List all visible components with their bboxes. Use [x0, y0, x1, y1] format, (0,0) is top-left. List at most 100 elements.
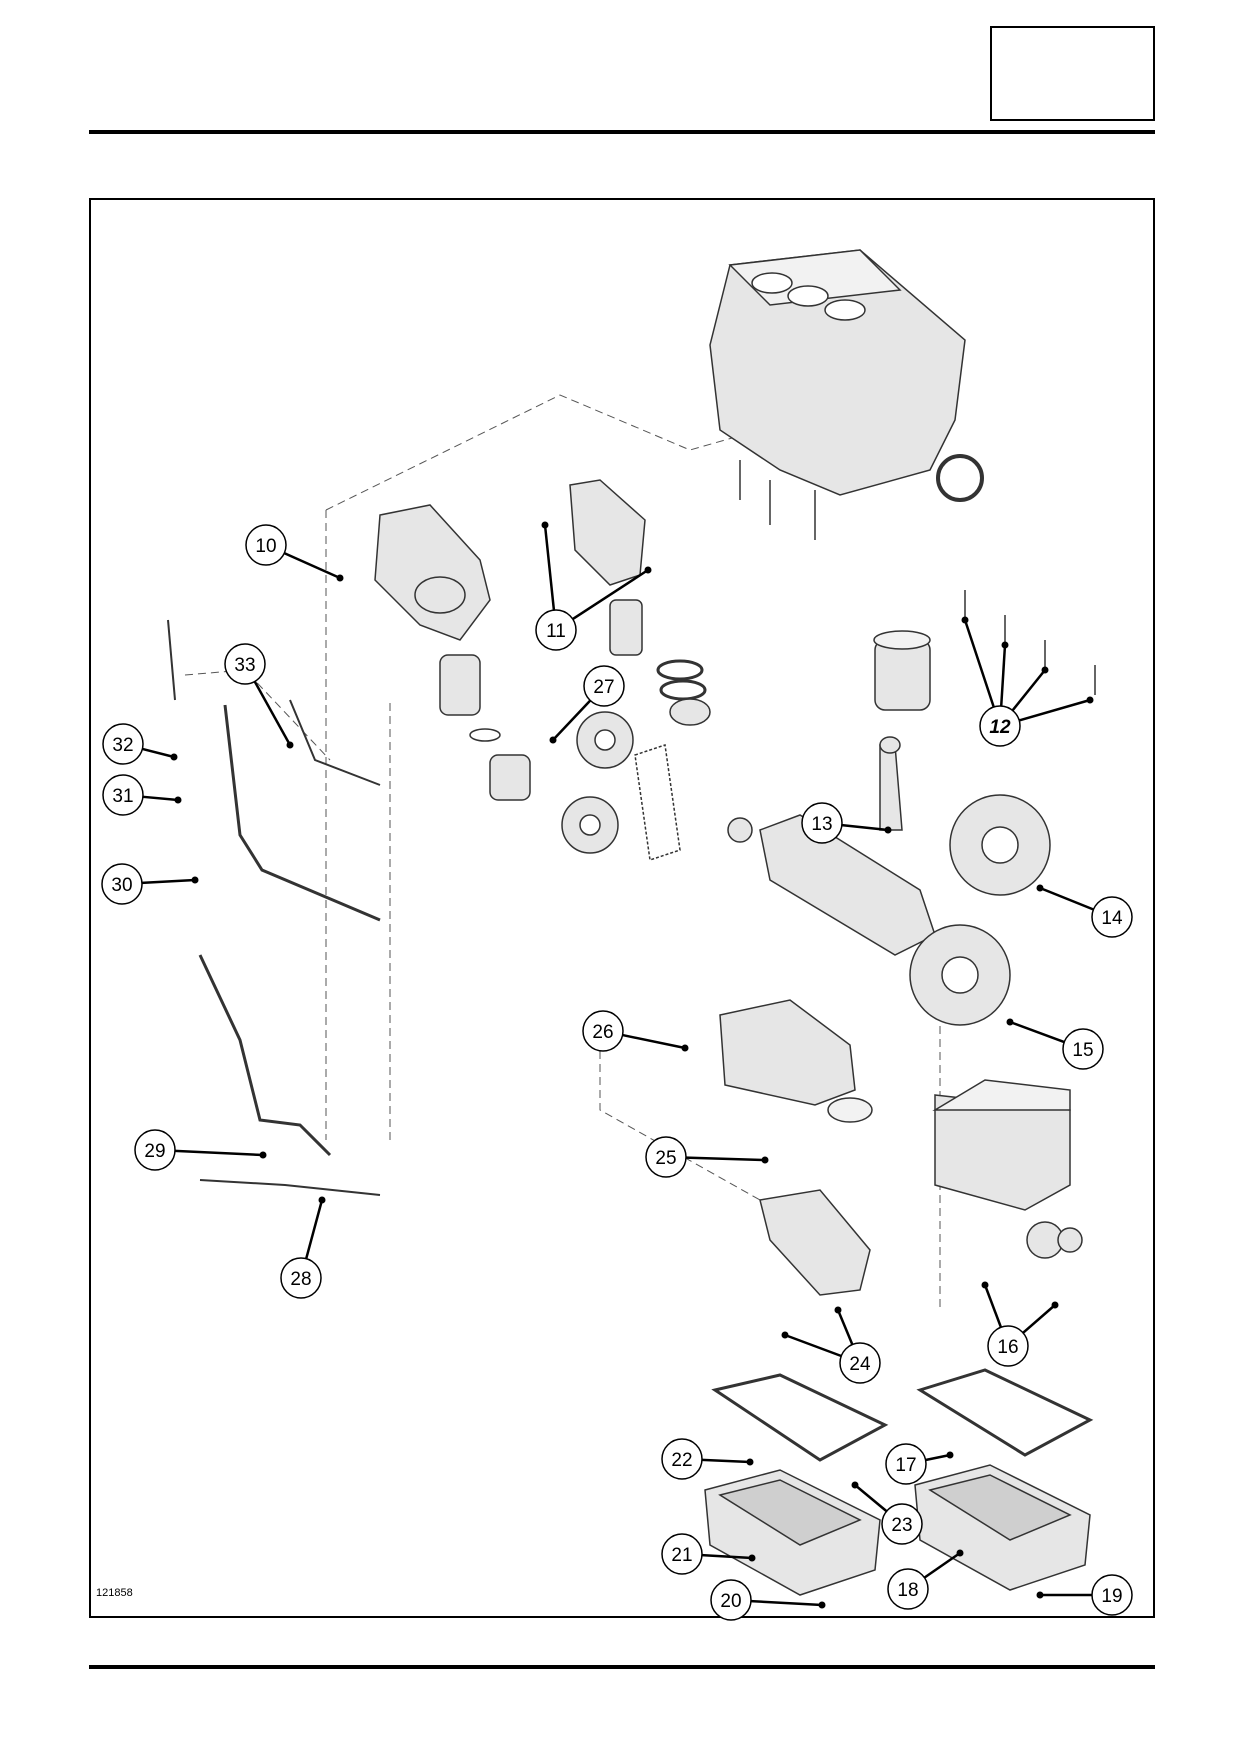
callout-leader-line [841, 823, 889, 832]
callout-leader-line [1022, 1304, 1056, 1334]
diagram-frame [89, 198, 1155, 1618]
callout-number: 31 [112, 786, 133, 807]
callout-leader-dot [961, 616, 969, 624]
callout-circle [885, 1443, 927, 1485]
sump-gasket-right [916, 1368, 1094, 1457]
callout-14: 14 [1036, 884, 1133, 938]
callout-16: 16 [981, 1281, 1059, 1367]
callout-circle [661, 1533, 703, 1575]
callout-leader-line [1018, 698, 1091, 722]
callout-29: 29 [134, 1129, 267, 1171]
callout-20: 20 [710, 1579, 826, 1621]
callout-number: 29 [144, 1141, 165, 1162]
callout-leader-line [622, 1033, 686, 1050]
callout-number: 23 [891, 1515, 912, 1536]
callout-leader-dot [946, 1451, 954, 1459]
callout-leader-line [552, 699, 592, 741]
callout-leader-line [925, 1453, 951, 1462]
oil-filter [439, 654, 531, 801]
callout-33: 33 [224, 643, 294, 749]
callout-leader-dot [1001, 641, 1009, 649]
piston [873, 630, 931, 711]
dipstick-tubes [167, 619, 381, 1196]
callout-circle [583, 665, 625, 707]
callout-leader-dot [1036, 1591, 1044, 1599]
connecting-rod [879, 736, 903, 831]
callout-leader-dot [748, 1554, 756, 1562]
callout-21: 21 [661, 1533, 756, 1575]
figure-reference-code: 121858 [96, 1587, 133, 1599]
callout-leader-line [963, 619, 995, 708]
callout-19: 19 [1036, 1574, 1133, 1616]
callout-leader-line [1039, 886, 1094, 911]
callout-leader-dot [851, 1481, 859, 1489]
oil-filter-support [569, 479, 711, 726]
callout-circle [280, 1257, 322, 1299]
callout-leader-dot [884, 826, 892, 834]
callout-32: 32 [102, 723, 178, 765]
callout-leader-dot [746, 1458, 754, 1466]
callout-leader-line [836, 1309, 854, 1346]
callout-number: 33 [234, 655, 255, 676]
callout-leader-line [142, 747, 175, 759]
callout-leader-line [1009, 1020, 1065, 1044]
callout-circle [582, 1010, 624, 1052]
callout-leader-line [572, 568, 649, 621]
callout-leader-line [999, 644, 1007, 707]
callout-circle [102, 774, 144, 816]
callout-number: 26 [592, 1022, 613, 1043]
callout-18: 18 [887, 1549, 964, 1610]
callout-number: 25 [655, 1148, 676, 1169]
callout-30: 30 [101, 863, 199, 905]
callout-circle [245, 524, 287, 566]
callout-circle [645, 1136, 687, 1178]
callout-leader-line [304, 1199, 324, 1260]
callout-leader-dot [541, 521, 549, 529]
callout-leader-dot [1036, 884, 1044, 892]
callout-circle [839, 1342, 881, 1384]
callout-leader-line [701, 1553, 753, 1560]
callout-leader-dot [681, 1044, 689, 1052]
callout-10: 10 [245, 524, 344, 582]
flywheel-lower [909, 924, 1011, 1026]
callout-circle [881, 1503, 923, 1545]
callout-leader-line [685, 1156, 766, 1162]
callout-leader-line [1011, 669, 1046, 712]
callout-leader-dot [191, 876, 199, 884]
callout-number: 24 [849, 1354, 871, 1375]
footer-rule [89, 1665, 1155, 1669]
callout-circle [102, 723, 144, 765]
oil-sump-right [914, 1464, 1091, 1591]
callout-circle [801, 802, 843, 844]
callout-leader-dot [781, 1331, 789, 1339]
callout-leader-dot [981, 1281, 989, 1289]
callout-leader-line [701, 1458, 751, 1464]
callout-leader-line [253, 680, 292, 746]
callout-number: 14 [1101, 908, 1123, 929]
callout-31: 31 [102, 774, 182, 816]
callout-circle [1062, 1028, 1104, 1070]
callout-number: 13 [811, 814, 832, 835]
callout-circle [661, 1438, 703, 1480]
flywheel-upper [949, 794, 1051, 896]
callout-circle [101, 863, 143, 905]
oil-sump-left [704, 1469, 881, 1596]
callout-number: 12 [989, 717, 1011, 738]
callout-leader-dot [834, 1306, 842, 1314]
callout-leader-dot [761, 1156, 769, 1164]
callout-11: 11 [535, 521, 652, 651]
callout-number: 18 [897, 1580, 918, 1601]
oil-pump [719, 999, 873, 1296]
callout-leader-dot [818, 1601, 826, 1609]
callout-leader-line [142, 795, 179, 802]
callout-25: 25 [645, 1136, 769, 1178]
callout-number: 28 [290, 1269, 311, 1290]
callout-circle [1091, 1574, 1133, 1616]
callout-26: 26 [582, 1010, 689, 1052]
callout-leader-dot [644, 566, 652, 574]
callout-circle [1091, 896, 1133, 938]
callout-leader-line [750, 1599, 823, 1607]
callout-number: 27 [593, 677, 614, 698]
callout-leader-dot [170, 753, 178, 761]
